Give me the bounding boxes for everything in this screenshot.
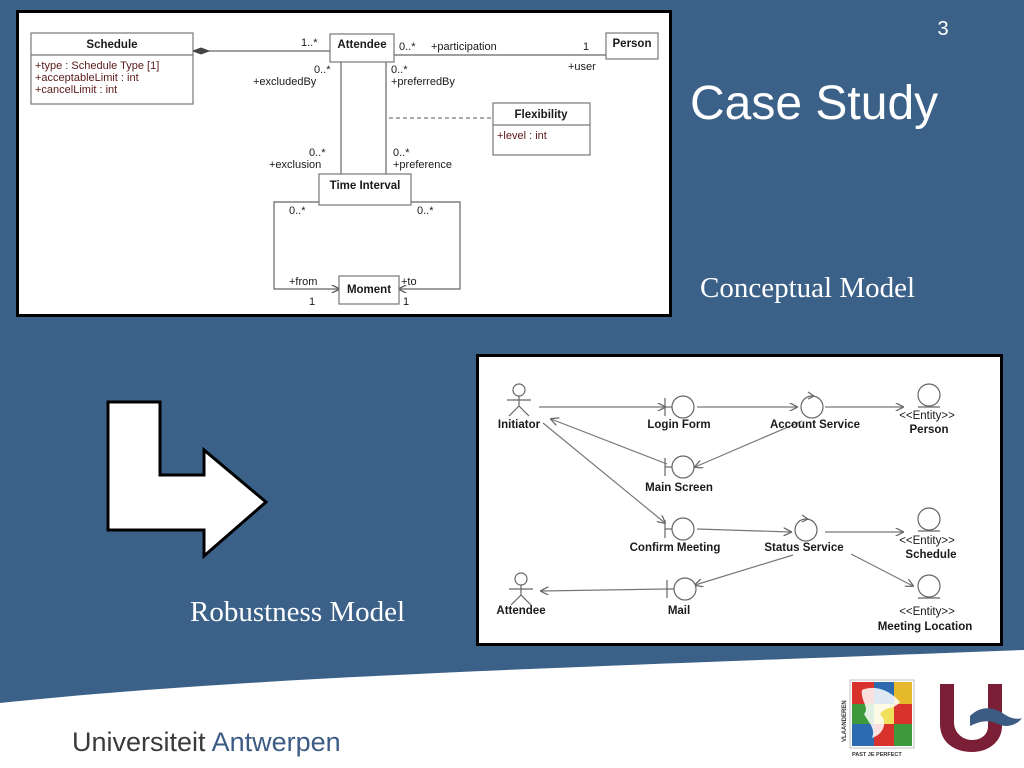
class-moment-name: Moment	[347, 284, 391, 296]
class-schedule-name: Schedule	[86, 39, 137, 51]
mult-schedule-attendee: 1..*	[301, 37, 318, 49]
node-confirm-meeting: Confirm Meeting	[630, 517, 721, 554]
boundary-icon	[666, 577, 697, 601]
node-main-screen: Main Screen	[645, 455, 713, 494]
mult-from: 1	[309, 296, 315, 308]
node-status-service: Status Service	[764, 514, 844, 554]
caption-conceptual-model: Conceptual Model	[700, 272, 916, 304]
robustness-model-panel: Initiator Login Form Account Service	[476, 354, 1003, 646]
mult-to: 1	[403, 296, 409, 308]
label-preference: +preference	[393, 159, 452, 171]
node-account-service-label: Account Service	[770, 419, 860, 431]
university-name-part2: Antwerpen	[211, 727, 341, 757]
control-icon	[800, 391, 824, 419]
label-preferred-by: +preferredBy	[391, 76, 455, 88]
node-mail: Mail	[666, 577, 697, 617]
actor-icon	[507, 383, 531, 417]
node-initiator-label: Initiator	[498, 419, 541, 431]
class-schedule-attr-type: +type : Schedule Type [1]	[35, 60, 159, 72]
slide-title: Case Study	[690, 77, 939, 130]
node-attendee-label: Attendee	[496, 605, 545, 617]
flanders-vertical-text: VLAANDEREN	[842, 700, 848, 742]
university-logo-icon	[940, 684, 1022, 752]
node-person: <<Entity>> Person	[899, 383, 955, 436]
mult-preferred-by: 0..*	[391, 64, 408, 76]
caption-robustness-model: Robustness Model	[190, 596, 406, 628]
node-schedule: <<Entity>> Schedule	[899, 507, 957, 561]
control-icon	[794, 514, 818, 542]
node-attendee: Attendee	[496, 572, 546, 617]
class-attendee: Attendee	[329, 33, 395, 63]
label-participation: +participation	[431, 41, 497, 53]
composition-diamond-icon	[191, 47, 211, 55]
flanders-slogan-text: PAST JE PERFECT	[852, 752, 902, 758]
label-user: +user	[568, 61, 596, 73]
class-flexibility-attr-level: +level : int	[497, 130, 547, 142]
node-person-label: Person	[910, 424, 949, 436]
university-name: Universiteit Antwerpen	[72, 727, 341, 758]
label-exclusion: +exclusion	[269, 159, 321, 171]
label-to: +to	[401, 276, 417, 288]
label-excluded-by: +excludedBy	[253, 76, 317, 88]
class-schedule: Schedule +type : Schedule Type [1] +acce…	[30, 32, 194, 105]
node-main-screen-label: Main Screen	[645, 482, 713, 494]
mult-attendee-participation: 0..*	[399, 41, 416, 53]
page-number: 3	[937, 18, 949, 40]
entity-icon	[917, 574, 941, 599]
node-account-service: Account Service	[770, 391, 860, 431]
flanders-logo: VLAANDEREN PAST JE PERFECT	[842, 679, 915, 758]
mult-time-interval-right: 0..*	[417, 205, 434, 217]
class-flexibility-name: Flexibility	[514, 109, 568, 121]
node-person-stereotype: <<Entity>>	[899, 410, 955, 422]
robustness-model-diagram: Initiator Login Form Account Service	[496, 383, 973, 633]
node-login-form-label: Login Form	[647, 419, 710, 431]
class-moment: Moment	[338, 275, 400, 305]
node-meeting-location: <<Entity>> Meeting Location	[878, 574, 973, 633]
boundary-icon	[664, 455, 695, 479]
mult-excluded-by: 0..*	[314, 64, 331, 76]
entity-icon	[917, 507, 941, 532]
node-schedule-label: Schedule	[905, 549, 956, 561]
class-person-name: Person	[613, 38, 652, 50]
boundary-icon	[664, 395, 695, 419]
node-confirm-meeting-label: Confirm Meeting	[630, 542, 721, 554]
class-time-interval-name: Time Interval	[330, 180, 401, 192]
mult-preference: 0..*	[393, 147, 410, 159]
mult-person: 1	[583, 41, 589, 53]
conceptual-model-diagram: Schedule +type : Schedule Type [1] +acce…	[30, 32, 659, 308]
node-mail-label: Mail	[668, 605, 690, 617]
class-attendee-name: Attendee	[337, 39, 386, 51]
conceptual-model-panel: Schedule +type : Schedule Type [1] +acce…	[16, 10, 672, 317]
label-from: +from	[289, 276, 317, 288]
mult-time-interval-left: 0..*	[289, 205, 306, 217]
node-login-form: Login Form	[647, 395, 711, 431]
class-time-interval: Time Interval	[318, 173, 412, 206]
node-initiator: Initiator	[498, 383, 541, 431]
node-schedule-stereotype: <<Entity>>	[899, 535, 955, 547]
class-schedule-attr-cancel-limit: +cancelLimit : int	[35, 84, 117, 96]
class-flexibility: Flexibility +level : int	[492, 102, 591, 156]
class-person: Person	[605, 32, 659, 60]
entity-icon	[917, 383, 941, 408]
node-meeting-location-stereotype: <<Entity>>	[899, 606, 955, 618]
node-status-service-label: Status Service	[764, 542, 843, 554]
university-name-part1: Universiteit	[72, 727, 206, 757]
node-meeting-location-label: Meeting Location	[878, 621, 973, 633]
mult-exclusion: 0..*	[309, 147, 326, 159]
actor-icon	[509, 572, 533, 606]
class-schedule-attr-acceptable-limit: +acceptableLimit : int	[35, 72, 139, 84]
boundary-icon	[664, 517, 695, 541]
